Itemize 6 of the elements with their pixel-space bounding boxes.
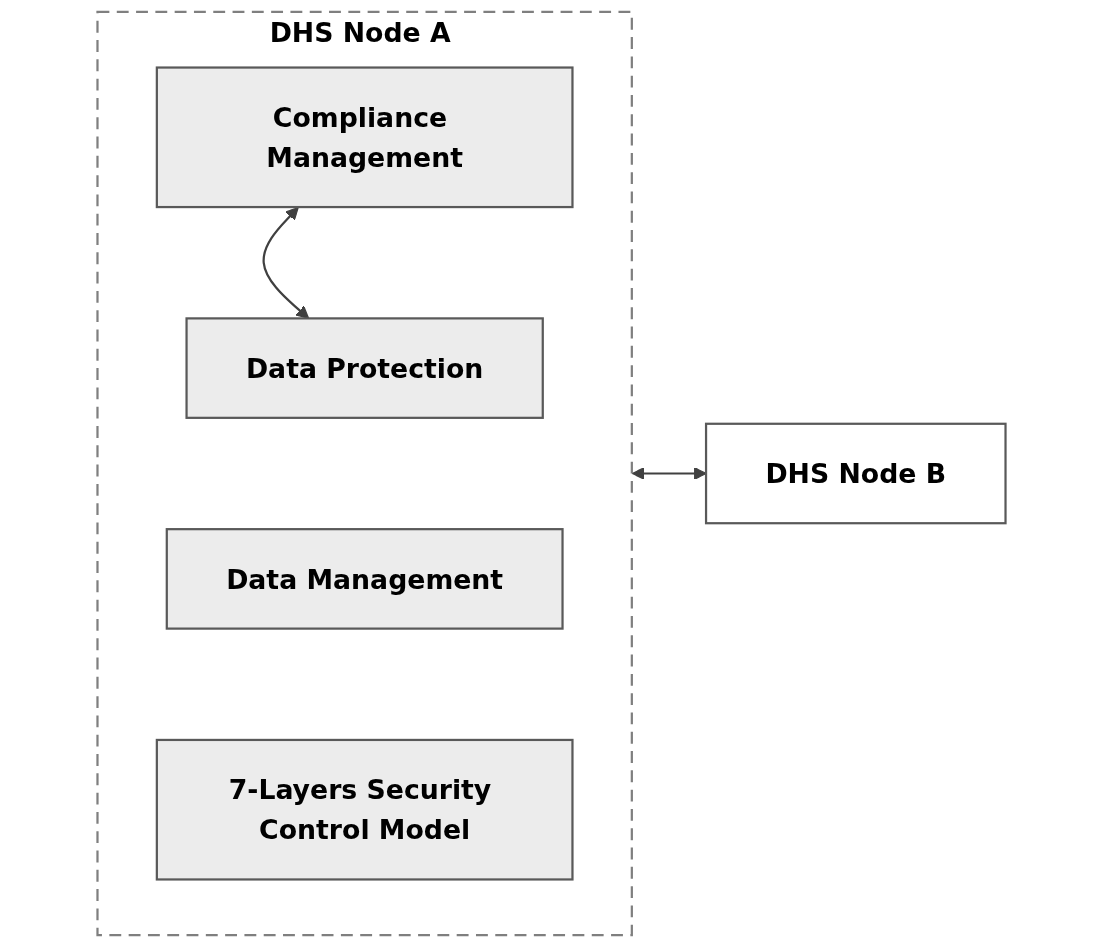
node-box: DHS Node B [704, 422, 1007, 525]
node-box: Data Management [165, 528, 564, 630]
arrow [631, 466, 707, 481]
node-box: 7-Layers Security Control Model [155, 738, 574, 881]
node-box: Compliance Management [155, 66, 574, 209]
node-box: Data Protection [185, 317, 544, 419]
